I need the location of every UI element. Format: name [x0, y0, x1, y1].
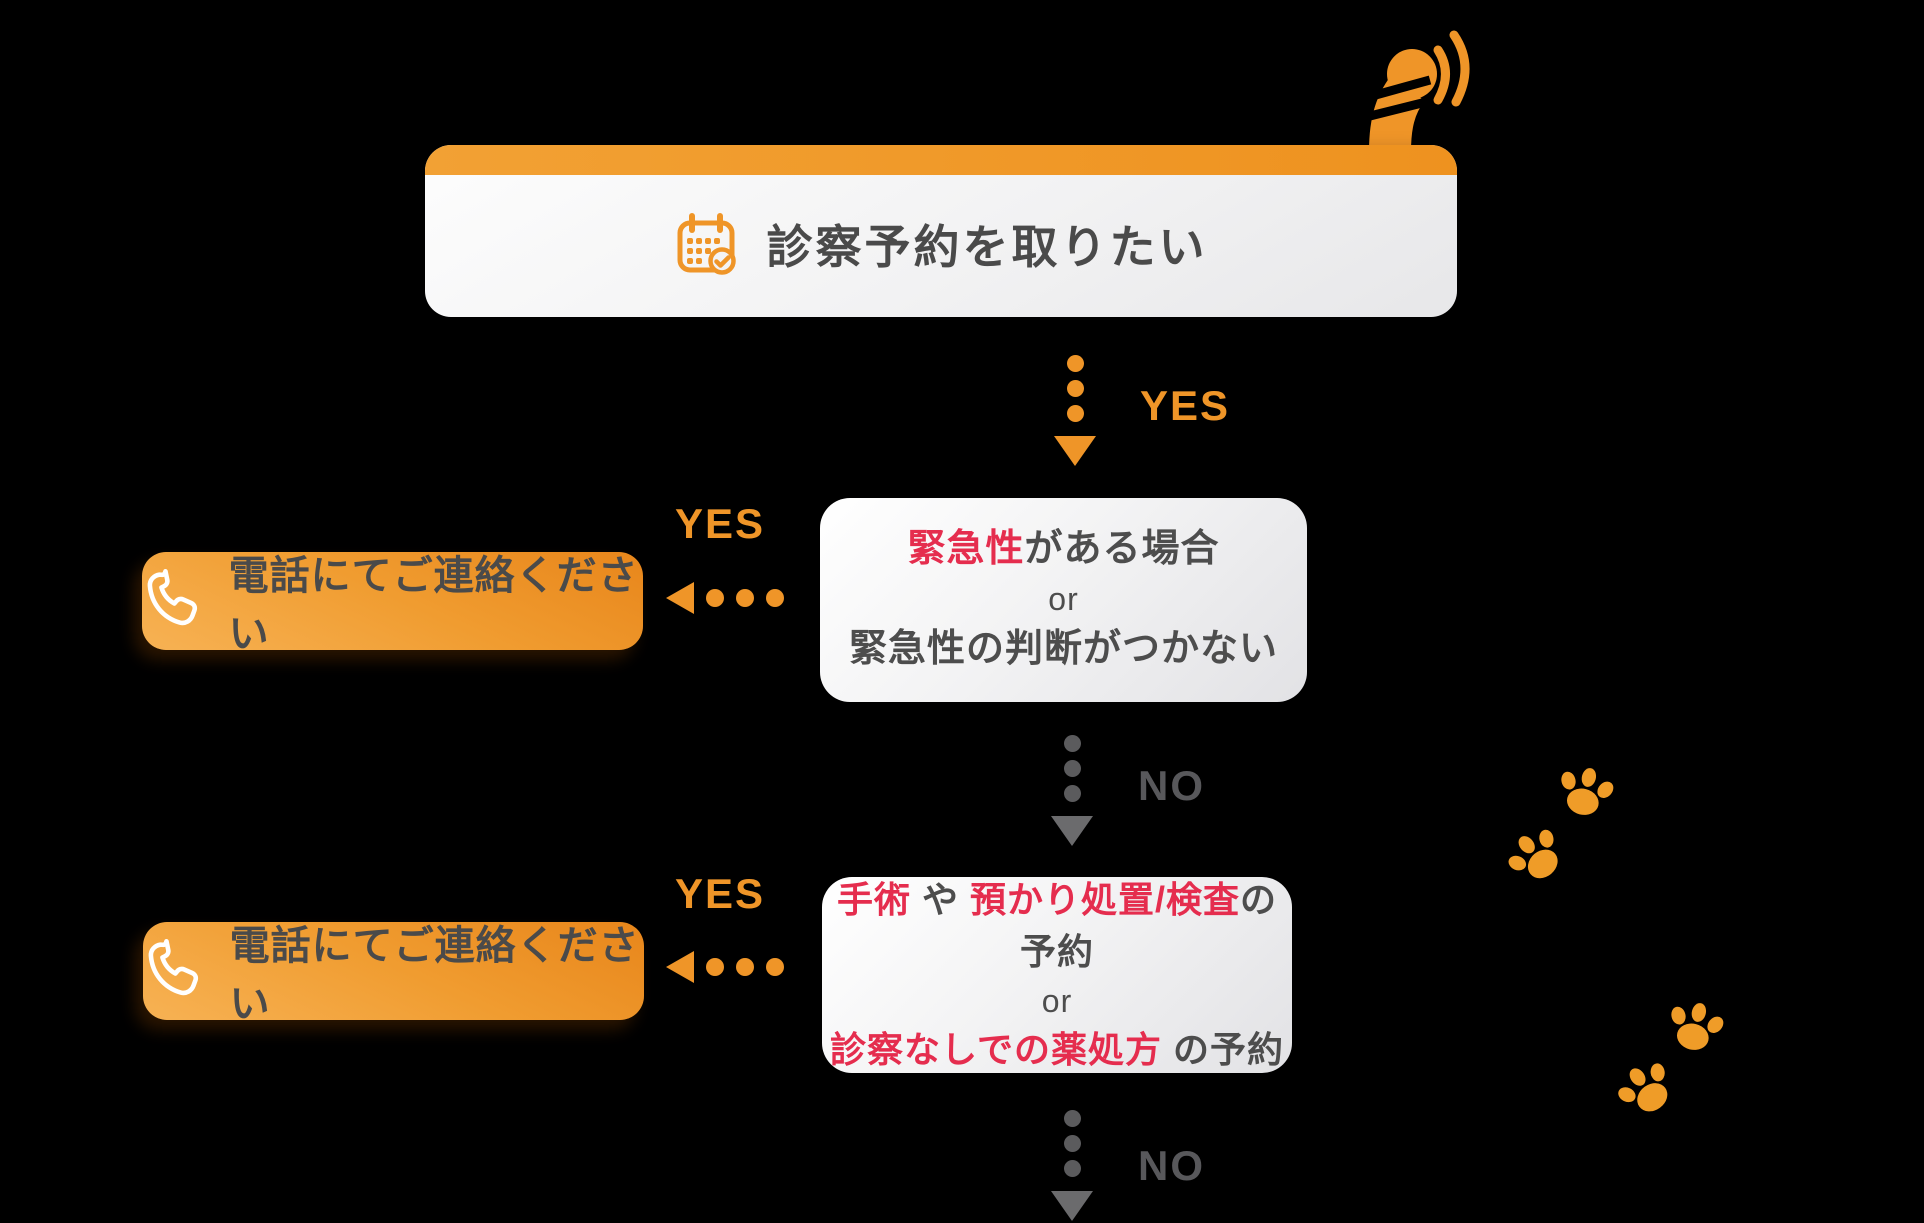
- call-us-label: 電話にてご連絡ください: [229, 924, 640, 1026]
- decision1-line2: 緊急性の判断がつかない: [848, 627, 1278, 670]
- arrow-dot: [1066, 380, 1084, 397]
- dotted-arrow-down-3: [1051, 1110, 1093, 1221]
- decision1-or: or: [1048, 581, 1079, 618]
- decision2-line1: 手術 や 預かり処置/検査の予約: [836, 878, 1278, 972]
- yes-label-side-2: YES: [674, 870, 766, 917]
- decision-box-urgency: 緊急性がある場合 or 緊急性の判断がつかない: [820, 498, 1307, 702]
- arrow-dot: [1063, 1110, 1081, 1127]
- arrow-dot: [706, 958, 724, 976]
- arrow-dot: [1063, 735, 1081, 752]
- arrow-dot: [706, 589, 724, 607]
- arrow-dot: [1063, 785, 1081, 802]
- arrow-dot: [766, 958, 784, 976]
- start-title: 診察予約を取りたい: [766, 221, 1208, 273]
- paw-print-icon: [1618, 1063, 1668, 1112]
- decision2-line2: 診察なしでの薬処方 の予約: [830, 1029, 1284, 1071]
- yes-label-1: YES: [1140, 382, 1231, 429]
- arrow-dot: [1063, 1135, 1081, 1152]
- arrowhead-left-icon: [666, 582, 694, 614]
- call-us-label: 電話にてご連絡ください: [228, 554, 639, 656]
- dotted-arrow-left-1: [666, 582, 784, 614]
- arrow-dot: [1063, 760, 1081, 777]
- arrow-dot: [1066, 405, 1084, 422]
- arrow-dot: [736, 589, 754, 607]
- phone-receiver-icon: [148, 938, 199, 996]
- phone-receiver-icon: [147, 568, 198, 626]
- arrowhead-down-icon: [1051, 816, 1093, 846]
- decision2-or: or: [1041, 982, 1073, 1019]
- paw-print-icon: [1671, 1003, 1724, 1050]
- call-us-button-1[interactable]: 電話にてご連絡ください: [142, 552, 643, 656]
- ringing-phone-icon: [1368, 30, 1470, 152]
- decision1-line1: 緊急性がある場合: [907, 528, 1220, 571]
- start-box-accent-bar: [425, 145, 1457, 175]
- paw-print-icon: [1561, 768, 1614, 815]
- arrowhead-down-icon: [1054, 436, 1096, 466]
- no-label-2: NO: [1138, 1142, 1205, 1189]
- arrow-dot: [766, 589, 784, 607]
- decision-box-procedure: 手術 や 預かり処置/検査の予約 or 診察なしでの薬処方 の予約: [822, 877, 1292, 1073]
- no-label-1: NO: [1138, 762, 1205, 809]
- paw-print-icon: [1508, 829, 1558, 879]
- arrow-dot: [736, 958, 754, 976]
- calendar-check-icon: [677, 213, 736, 275]
- arrowhead-left-icon: [666, 951, 694, 983]
- dotted-arrow-down-2: [1051, 735, 1093, 846]
- dotted-arrow-down-1: [1054, 355, 1096, 466]
- start-box: 診察予約を取りたい: [425, 145, 1457, 317]
- arrow-dot: [1063, 1160, 1081, 1177]
- arrowhead-down-icon: [1051, 1191, 1093, 1221]
- dotted-arrow-left-2: [666, 951, 784, 983]
- call-us-button-2[interactable]: 電話にてご連絡ください: [143, 922, 644, 1026]
- yes-label-side-1: YES: [674, 500, 766, 547]
- arrow-dot: [1066, 355, 1084, 372]
